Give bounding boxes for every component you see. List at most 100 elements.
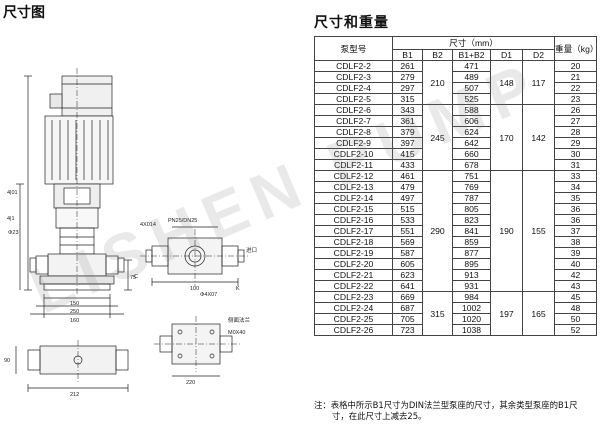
table-note: 注：表格中所示B1尺寸为DIN法兰型泵座的尺寸，其余类型泵座的B1尺 寸，在此尺… bbox=[314, 400, 598, 422]
base-bottom-view bbox=[154, 316, 240, 377]
cell-model: CDLF2-20 bbox=[314, 258, 393, 270]
header-b2: B2 bbox=[422, 49, 453, 61]
base-flange-label: 侧面法兰 bbox=[228, 316, 251, 324]
cell-b1: 397 bbox=[392, 137, 423, 149]
cell-b1b2: 642 bbox=[452, 137, 491, 149]
cell-weight: 27 bbox=[554, 115, 598, 127]
cell-d2: 155 bbox=[521, 170, 556, 292]
cell-b2: 290 bbox=[422, 170, 453, 292]
cell-model: CDLF2-3 bbox=[314, 71, 393, 83]
height-90-label: 90 bbox=[4, 358, 10, 364]
pcd-label: PN25/DN25 bbox=[168, 218, 197, 224]
cell-weight: 26 bbox=[554, 104, 598, 116]
cell-b1b2: 859 bbox=[452, 236, 491, 248]
width-100-label: 100 bbox=[190, 286, 199, 292]
cell-b1b2: 841 bbox=[452, 225, 491, 237]
cell-b1b2: 507 bbox=[452, 82, 491, 94]
cell-weight: 42 bbox=[554, 269, 598, 281]
cell-weight: 22 bbox=[554, 82, 598, 94]
cell-b1b2: 1020 bbox=[452, 313, 491, 325]
cell-model: CDLF2-23 bbox=[314, 291, 393, 303]
cell-b1b2: 624 bbox=[452, 126, 491, 138]
dimension-drawing: 4|01 4|1 4X014 PN25/DN25 进口 K C 侧面法兰 M0X… bbox=[4, 68, 257, 398]
bolt-label: Φ4X07 bbox=[200, 292, 217, 298]
note-line-2: 寸，在此尺寸上减去25。 bbox=[332, 411, 427, 421]
cell-model: CDLF2-2 bbox=[314, 60, 393, 72]
cell-weight: 40 bbox=[554, 258, 598, 270]
motor-dim-label: 4|01 bbox=[7, 190, 18, 196]
cell-d2: 142 bbox=[521, 104, 556, 171]
width-160-label: 160 bbox=[70, 318, 79, 324]
cell-b1: 641 bbox=[392, 280, 423, 292]
cell-model: CDLF2-22 bbox=[314, 280, 393, 292]
cell-weight: 36 bbox=[554, 203, 598, 215]
cell-b1b2: 805 bbox=[452, 203, 491, 215]
cell-weight: 21 bbox=[554, 71, 598, 83]
cell-b1b2: 471 bbox=[452, 60, 491, 72]
cell-model: CDLF2-10 bbox=[314, 148, 393, 160]
header-d2: D2 bbox=[521, 49, 556, 61]
cell-model: CDLF2-4 bbox=[314, 82, 393, 94]
cell-model: CDLF2-15 bbox=[314, 203, 393, 215]
cell-b1b2: 660 bbox=[452, 148, 491, 160]
cell-weight: 23 bbox=[554, 93, 598, 105]
width-150-label: 150 bbox=[70, 301, 79, 307]
cell-b1: 343 bbox=[392, 104, 423, 116]
cell-d1: 197 bbox=[490, 291, 523, 336]
base-plan-view bbox=[15, 340, 129, 392]
cell-weight: 34 bbox=[554, 181, 598, 193]
cell-weight: 37 bbox=[554, 225, 598, 237]
cell-model: CDLF2-7 bbox=[314, 115, 393, 127]
cell-b1: 623 bbox=[392, 269, 423, 281]
cell-b1: 605 bbox=[392, 258, 423, 270]
header-model: 泵型号 bbox=[314, 36, 393, 61]
cell-model: CDLF2-18 bbox=[314, 236, 393, 248]
c-label: C bbox=[134, 274, 138, 280]
hole-label: M0X40 bbox=[228, 330, 245, 336]
cell-d1: 190 bbox=[490, 170, 523, 292]
cell-b1b2: 823 bbox=[452, 214, 491, 226]
width-220-label: 220 bbox=[186, 380, 195, 386]
cell-weight: 36 bbox=[554, 214, 598, 226]
cell-model: CDLF2-24 bbox=[314, 302, 393, 314]
cell-b1b2: 606 bbox=[452, 115, 491, 127]
cell-b1b2: 931 bbox=[452, 280, 491, 292]
cell-weight: 39 bbox=[554, 247, 598, 259]
cell-b1: 533 bbox=[392, 214, 423, 226]
k-label: K bbox=[236, 286, 240, 292]
cell-b1: 315 bbox=[392, 93, 423, 105]
inlet-label: 进口 bbox=[246, 246, 257, 254]
cell-weight: 28 bbox=[554, 126, 598, 138]
cell-b1: 723 bbox=[392, 324, 423, 336]
cell-b1b2: 913 bbox=[452, 269, 491, 281]
cell-b1b2: 1038 bbox=[452, 324, 491, 336]
cell-b1b2: 751 bbox=[452, 170, 491, 182]
size-weight-table: 泵型号 尺寸（mm） 重量（kg） B1 B2 B1+B2 D1 D2 CDLF… bbox=[314, 36, 598, 336]
pump-front-view bbox=[16, 68, 132, 318]
header-b1: B1 bbox=[392, 49, 423, 61]
cell-b1b2: 525 bbox=[452, 93, 491, 105]
cell-b1: 497 bbox=[392, 192, 423, 204]
cell-weight: 30 bbox=[554, 148, 598, 160]
cell-b1b2: 769 bbox=[452, 181, 491, 193]
cell-model: CDLF2-6 bbox=[314, 104, 393, 116]
cell-b1: 705 bbox=[392, 313, 423, 325]
cell-b1: 415 bbox=[392, 148, 423, 160]
cell-b1: 551 bbox=[392, 225, 423, 237]
cell-model: CDLF2-21 bbox=[314, 269, 393, 281]
cell-b2: 315 bbox=[422, 291, 453, 336]
cell-b1: 461 bbox=[392, 170, 423, 182]
cell-b1: 669 bbox=[392, 291, 423, 303]
inlet-dim-label: 4|1 bbox=[7, 216, 15, 222]
cell-model: CDLF2-12 bbox=[314, 170, 393, 182]
